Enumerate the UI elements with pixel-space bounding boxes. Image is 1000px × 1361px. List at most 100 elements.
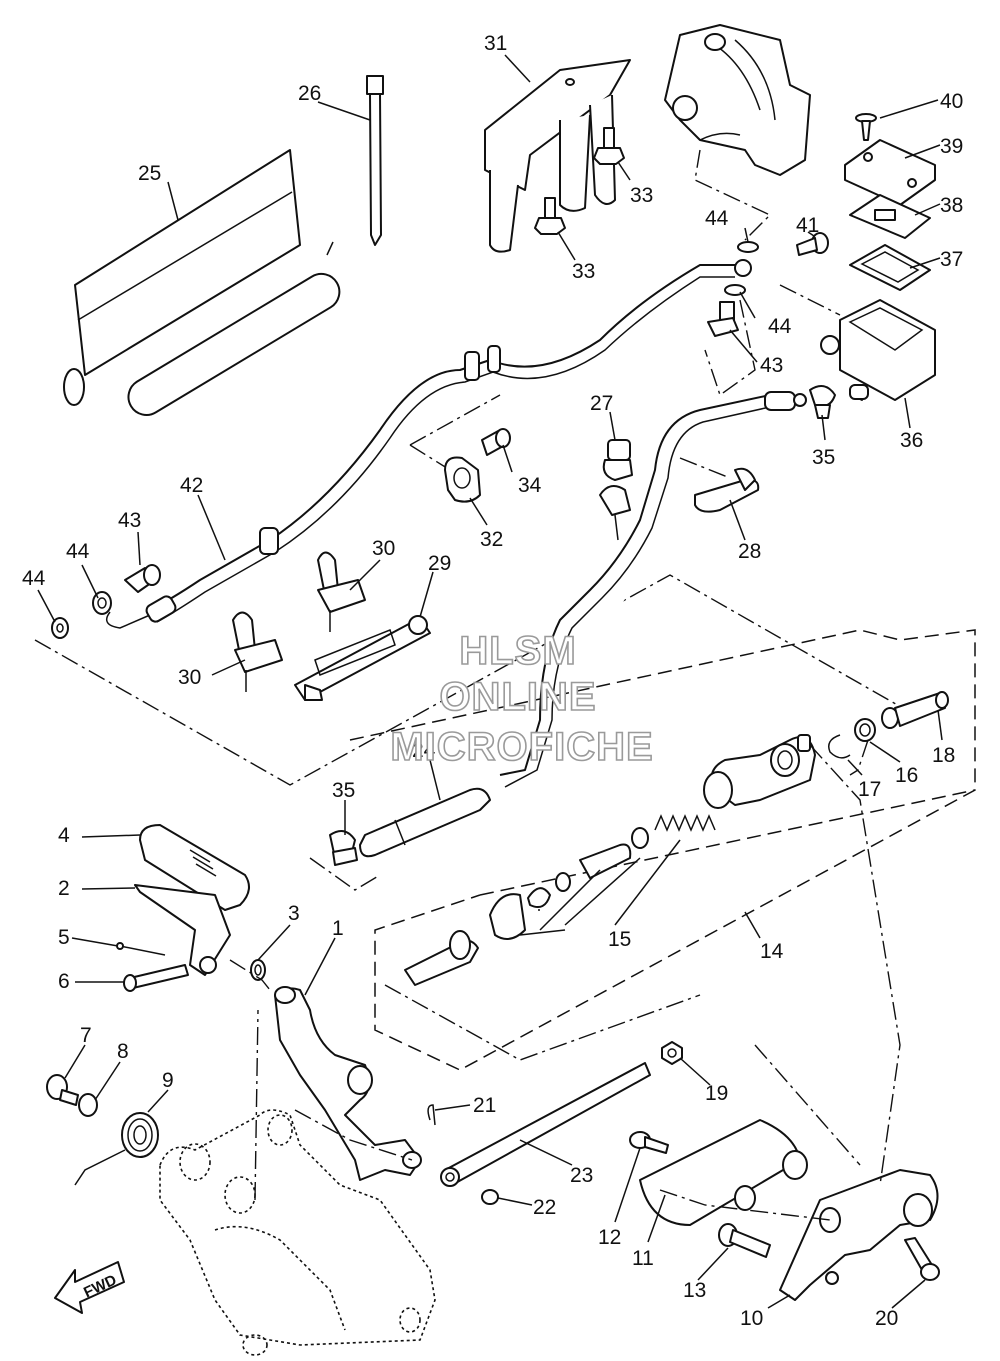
callout-26: 26	[298, 82, 321, 105]
part-24-hose	[359, 787, 491, 858]
callout-leaders	[37, 54, 943, 1309]
hull-frame-outline	[159, 1109, 436, 1356]
callout-44-left-upper: 44	[66, 540, 90, 563]
callout-22: 22	[533, 1196, 556, 1219]
leader-41	[779, 284, 841, 316]
callout-28: 28	[738, 540, 761, 563]
callout-9: 9	[162, 1069, 174, 1092]
clutch-master-cylinder	[703, 734, 816, 809]
callout-30-lower: 30	[178, 666, 201, 689]
part-1-lever	[274, 986, 422, 1181]
callout-13: 13	[683, 1279, 706, 1302]
leader-32b	[409, 444, 451, 471]
part-34-bolt	[481, 428, 511, 456]
callout-43-top: 43	[760, 354, 783, 377]
part-9-spring	[74, 1112, 159, 1186]
leader-3	[229, 959, 271, 991]
callout-5: 5	[58, 926, 70, 949]
callout-10: 10	[740, 1307, 763, 1330]
callout-39: 39	[940, 135, 963, 158]
callout-27: 27	[590, 392, 613, 415]
watermark-line-2: ONLINE	[439, 675, 596, 719]
part-5-pin	[116, 942, 166, 956]
callout-8: 8	[117, 1040, 129, 1063]
part-32-clamp	[444, 456, 481, 503]
part-13-bolt	[718, 1223, 771, 1258]
caliper-assembly	[664, 24, 811, 176]
leader-28	[679, 457, 731, 479]
part-37-diaphragm	[849, 244, 931, 291]
part-16-seal	[854, 718, 876, 742]
callout-17: 17	[858, 778, 881, 801]
part-39-cap	[844, 139, 936, 206]
callout-7: 7	[80, 1024, 92, 1047]
callout-25: 25	[138, 162, 161, 185]
callout-37: 37	[940, 248, 963, 271]
callout-14: 14	[760, 940, 784, 963]
part-23-rod	[440, 1062, 651, 1187]
callout-20: 20	[875, 1307, 898, 1330]
leader-14-bottom	[384, 984, 701, 1061]
part-44-washer-left	[51, 591, 112, 639]
callout-35-left: 35	[332, 779, 355, 802]
leader-35-left	[309, 857, 381, 891]
part-3-spring	[250, 959, 266, 981]
clutch-feed-hose	[499, 384, 869, 788]
part-10-arm	[779, 1169, 939, 1301]
leader-caliper	[694, 149, 772, 241]
callout-19: 19	[705, 1082, 728, 1105]
callout-43-left: 43	[118, 509, 141, 532]
part-43-banjo-bolt-top	[707, 301, 739, 337]
callout-1: 1	[332, 917, 344, 940]
part-15-piston-kit	[404, 814, 716, 986]
callout-4: 4	[58, 824, 70, 847]
callout-18: 18	[932, 744, 955, 767]
part-4-pedal-pad	[139, 824, 250, 911]
leader-16-17	[849, 739, 869, 776]
part-40-screw	[855, 113, 877, 141]
part-7-bolt	[46, 1074, 79, 1106]
part-26-cable-tie	[366, 75, 384, 246]
callout-42: 42	[180, 474, 203, 497]
part-19-nut	[661, 1041, 683, 1065]
callout-36: 36	[900, 429, 923, 452]
callout-2: 2	[58, 877, 70, 900]
part-22-washer	[481, 1189, 499, 1205]
part-44-washer-top	[724, 241, 759, 296]
part-30-clip-lower	[232, 611, 283, 692]
part-18-union	[881, 691, 949, 729]
part-8-washer	[78, 1093, 98, 1117]
leader-32a	[409, 394, 501, 446]
callout-40: 40	[940, 90, 963, 113]
callout-12: 12	[598, 1226, 621, 1249]
part-29-bracket	[294, 615, 431, 701]
callout-31: 31	[484, 32, 507, 55]
part-11-plate	[639, 1119, 808, 1226]
leader-10-link	[809, 744, 901, 1186]
part-38-plate	[849, 194, 931, 239]
callout-24: 24	[412, 739, 436, 762]
part-35-clip-left	[329, 830, 358, 866]
callout-44-left-lower: 44	[22, 567, 46, 590]
callout-15: 15	[608, 928, 631, 951]
leader-10-upper	[754, 1044, 861, 1166]
part-12-bolt	[629, 1131, 669, 1154]
callout-11: 11	[632, 1247, 654, 1270]
callout-34: 34	[518, 474, 542, 497]
leader-1-pivot	[254, 1009, 259, 1201]
part-36-reservoir	[820, 299, 936, 401]
watermark-line-3: MICROFICHE	[390, 725, 653, 769]
callout-numbers: 26 31 25 33 33 40 39 38 37 36 35 41 44 4…	[22, 32, 963, 1330]
leader-lever-rod	[294, 1109, 413, 1161]
part-6-bolt	[123, 964, 189, 992]
watermark: HLSM ONLINE MICROFICHE	[390, 628, 654, 770]
part-21-cotter-pin	[427, 1104, 436, 1126]
callout-33-lower: 33	[572, 260, 595, 283]
group-14-box-mid	[479, 789, 976, 896]
fwd-arrow-icon: FWD	[54, 1261, 125, 1314]
part-27-clip	[599, 439, 633, 516]
callout-32: 32	[480, 528, 503, 551]
leader-43	[704, 299, 756, 397]
